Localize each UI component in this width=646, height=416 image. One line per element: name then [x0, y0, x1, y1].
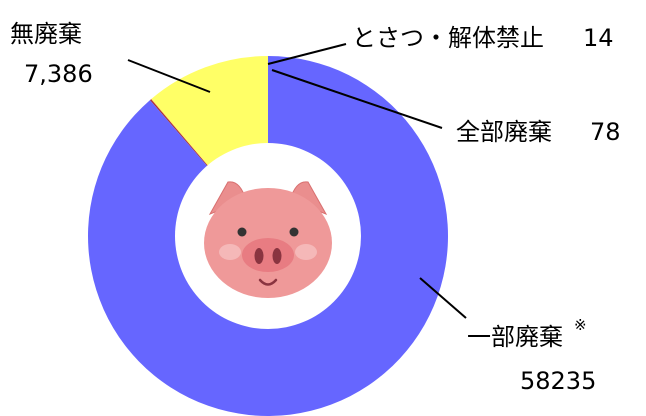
label-partial-mark: ※ — [574, 316, 587, 334]
label-ban-name: とさつ・解体禁止 — [352, 24, 544, 52]
leader-line-whole — [271, 69, 443, 129]
leader-line-partial — [419, 277, 467, 319]
leader-line-ban — [267, 43, 347, 65]
label-none-name: 無廃棄 — [10, 20, 82, 48]
pig-face-icon — [204, 181, 332, 298]
label-none-value: 7,386 — [24, 60, 93, 88]
label-partial-value: 58235 — [520, 367, 596, 395]
label-ban-value: 14 — [583, 24, 614, 52]
leader-line-none — [127, 59, 211, 93]
label-whole-name: 全部廃棄 — [456, 118, 552, 146]
label-partial-name: 一部廃棄 — [467, 323, 563, 351]
label-whole-value: 78 — [590, 118, 621, 146]
